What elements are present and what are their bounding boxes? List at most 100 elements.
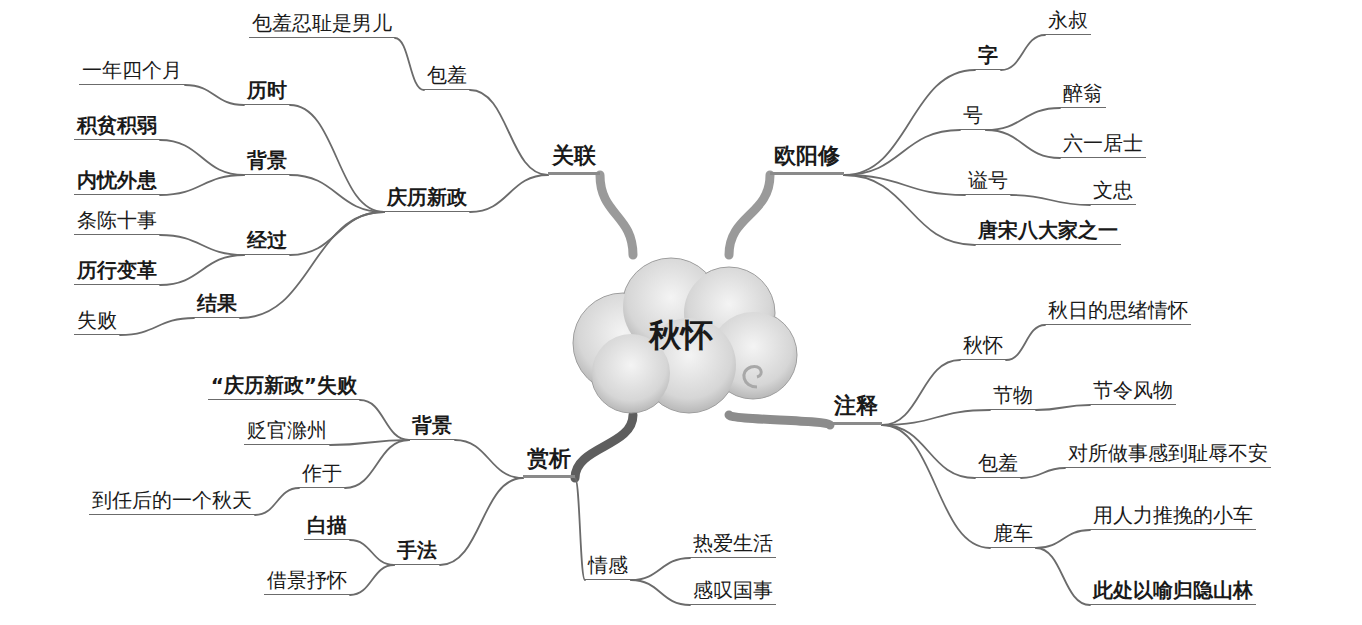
node-text: 感叹国事 bbox=[693, 578, 773, 602]
map-item: 热爱生活 bbox=[690, 531, 776, 558]
branch-line bbox=[350, 540, 394, 565]
branch-line bbox=[255, 488, 299, 515]
node-text: 内忧外患 bbox=[77, 168, 157, 192]
map-item: 永叔 bbox=[1045, 8, 1091, 35]
map-item: 感叹国事 bbox=[690, 578, 776, 605]
map-item: 经过 bbox=[244, 228, 290, 255]
node-text: 永叔 bbox=[1048, 8, 1088, 32]
map-item: 对所做事感到耻辱不安 bbox=[1065, 441, 1271, 468]
map-item: 字 bbox=[975, 43, 1001, 70]
branch-line bbox=[440, 478, 523, 565]
map-item: 谥号 bbox=[965, 168, 1011, 195]
main-branch bbox=[575, 415, 633, 478]
node-text: 背景 bbox=[247, 148, 287, 172]
branch-line bbox=[290, 175, 384, 212]
node-text: 情感 bbox=[588, 553, 628, 577]
node-text: 六一居士 bbox=[1063, 131, 1143, 155]
branch-line bbox=[160, 235, 244, 255]
map-item: 包羞忍耻是男儿 bbox=[249, 11, 395, 38]
branch-line bbox=[986, 108, 1060, 130]
node-text: 节令风物 bbox=[1093, 378, 1173, 402]
branch-line bbox=[240, 212, 384, 318]
map-item: 条陈十事 bbox=[74, 208, 160, 235]
node-text: 条陈十事 bbox=[77, 208, 157, 232]
node-text: 背景 bbox=[412, 413, 452, 437]
node-text: 谥号 bbox=[968, 168, 1008, 192]
branch-line bbox=[844, 70, 975, 175]
node-text: 手法 bbox=[397, 538, 437, 562]
branch-line bbox=[1001, 35, 1045, 70]
branch-topic: 注释 bbox=[830, 393, 882, 425]
node-text: 唐宋八大家之一 bbox=[978, 218, 1118, 242]
node-text: 关联 bbox=[552, 143, 596, 168]
branch-topic: 赏析 bbox=[523, 446, 575, 478]
map-item: 历行变革 bbox=[74, 258, 160, 285]
node-text: 包羞 bbox=[427, 63, 467, 87]
branch-line bbox=[1021, 468, 1065, 478]
main-branch bbox=[729, 175, 770, 255]
node-text: 鹿车 bbox=[993, 521, 1033, 545]
branch-line bbox=[470, 175, 548, 212]
map-item: 历时 bbox=[244, 78, 290, 105]
branch-line bbox=[160, 175, 244, 195]
map-item: 唐宋八大家之一 bbox=[975, 218, 1121, 245]
branch-line bbox=[160, 255, 244, 285]
branch-line bbox=[360, 400, 409, 440]
node-text: 欧阳修 bbox=[774, 143, 840, 168]
node-text: 号 bbox=[963, 103, 983, 127]
map-item: 包羞 bbox=[424, 63, 470, 90]
node-text: 庆历新政 bbox=[387, 185, 467, 209]
node-text: 结果 bbox=[197, 291, 237, 315]
node-text: “庆历新政”失败 bbox=[211, 373, 357, 397]
map-item: 失败 bbox=[74, 308, 120, 335]
branch-line bbox=[160, 140, 244, 175]
map-item: 文忠 bbox=[1090, 178, 1136, 205]
node-text: 秋怀 bbox=[963, 333, 1003, 357]
map-item: 秋怀 bbox=[960, 333, 1006, 360]
node-text: 字 bbox=[978, 43, 998, 67]
map-item: 到任后的一个秋天 bbox=[89, 488, 255, 515]
node-text: 文忠 bbox=[1093, 178, 1133, 202]
branch-line bbox=[882, 360, 960, 425]
map-item: 结果 bbox=[194, 291, 240, 318]
map-item: 此处以喻归隐山林 bbox=[1090, 578, 1256, 605]
map-item: 一年四个月 bbox=[79, 58, 185, 85]
map-item: 手法 bbox=[394, 538, 440, 565]
branch-line bbox=[345, 440, 409, 488]
branch-topic: 欧阳修 bbox=[770, 143, 844, 175]
branch-line bbox=[290, 105, 384, 212]
map-item: 用人力推挽的小车 bbox=[1090, 503, 1256, 530]
map-item: 包羞 bbox=[975, 451, 1021, 478]
node-text: 注释 bbox=[834, 393, 878, 418]
map-item: 背景 bbox=[244, 148, 290, 175]
branch-line bbox=[120, 318, 194, 335]
map-item: 秋日的思绪情怀 bbox=[1045, 298, 1191, 325]
branch-line bbox=[455, 440, 523, 478]
node-text: 贬官滁州 bbox=[247, 418, 327, 442]
node-text: 积贫积弱 bbox=[77, 113, 157, 137]
map-item: 鹿车 bbox=[990, 521, 1036, 548]
map-item: 贬官滁州 bbox=[244, 418, 330, 445]
branch-topic: 关联 bbox=[548, 143, 600, 175]
branch-line bbox=[470, 90, 548, 175]
branch-line bbox=[986, 130, 1060, 158]
map-item: 庆历新政 bbox=[384, 185, 470, 212]
map-item: 号 bbox=[960, 103, 986, 130]
node-text: 包羞忍耻是男儿 bbox=[252, 11, 392, 35]
node-text: 醉翁 bbox=[1063, 81, 1103, 105]
branch-line bbox=[631, 558, 690, 580]
node-text: 一年四个月 bbox=[82, 58, 182, 82]
branch-line bbox=[882, 425, 990, 548]
node-text: 此处以喻归隐山林 bbox=[1093, 578, 1253, 602]
branch-line bbox=[844, 130, 960, 175]
map-item: 白描 bbox=[304, 513, 350, 540]
branch-line bbox=[1011, 195, 1090, 205]
map-item: 醉翁 bbox=[1060, 81, 1106, 108]
node-text: 历时 bbox=[247, 78, 287, 102]
node-text: 作于 bbox=[302, 461, 342, 485]
map-item: 背景 bbox=[409, 413, 455, 440]
map-item: 六一居士 bbox=[1060, 131, 1146, 158]
branch-line bbox=[1036, 548, 1090, 605]
node-text: 借景抒怀 bbox=[267, 568, 347, 592]
